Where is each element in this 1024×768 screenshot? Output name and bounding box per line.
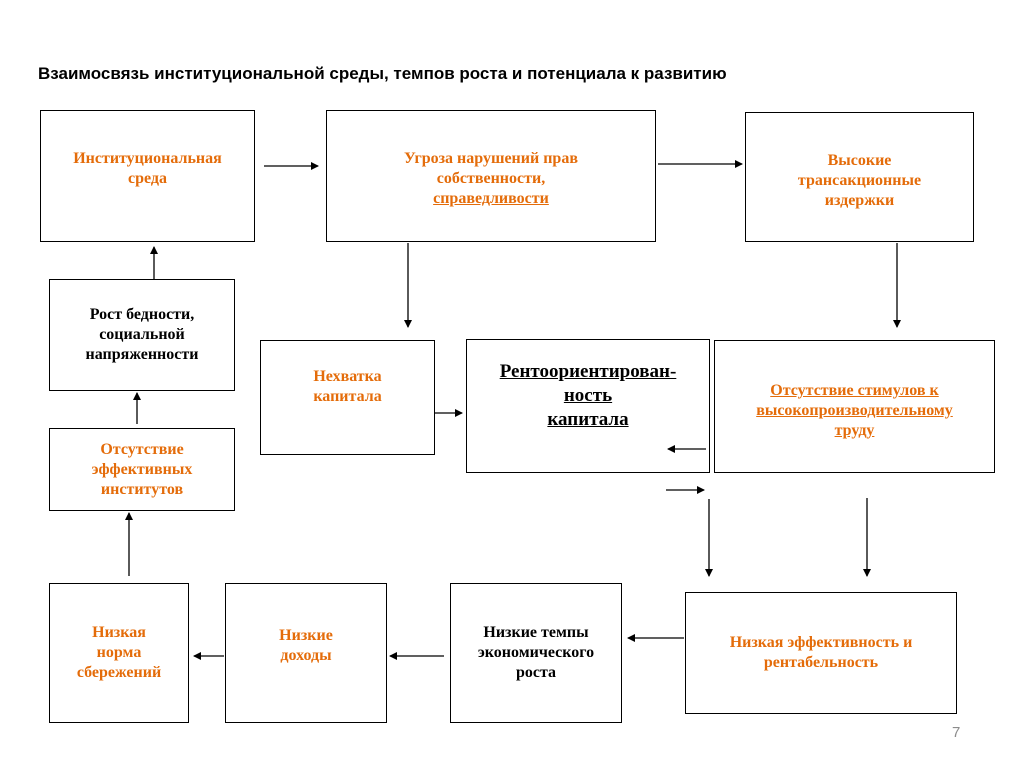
box-no-incentives: Отсутствие стимулов к высокопроизводител… [714, 340, 995, 473]
box-transaction-line-1: Высокие [827, 152, 892, 169]
box-capital-shortage: Нехватка капитала [260, 340, 435, 455]
box-no-effective-institutions: Отсутствие эффективных институтов [49, 428, 235, 511]
box-institutions-line-2: эффективных [91, 460, 193, 478]
box-low-income-line-1: Низкие [279, 627, 333, 644]
box-transaction-line-2: трансакционные [797, 172, 922, 189]
box-threat-line-3: справедливости [433, 190, 549, 207]
box-threat-line-2: собственности, [436, 170, 546, 187]
box-institutional-env: Институциональная среда [40, 110, 255, 242]
box-low-efficiency-line-2: рентабельность [763, 654, 879, 671]
box-no-incentives-line-2: высокопроизводительному [756, 402, 953, 419]
box-low-savings-line-2: норма [96, 644, 142, 661]
box-transaction-line-3: издержки [824, 192, 895, 209]
box-rent-line-3: капитала [547, 409, 629, 430]
box-poverty-line-3: напряженности [85, 346, 199, 363]
box-institutions-line-1: Отсутствие [100, 440, 184, 458]
box-poverty-line-1: Рост бедности, [89, 306, 195, 323]
box-capital-shortage-line-1: Нехватка [313, 368, 382, 385]
box-no-incentives-line-3: труду [834, 422, 875, 439]
box-low-savings-line-3: сбережений [76, 664, 162, 681]
box-low-income-line-2: доходы [280, 647, 332, 664]
box-low-savings-line-1: Низкая [92, 624, 146, 641]
box-institutional-env-line-2: среда [128, 170, 167, 187]
box-low-efficiency-line-1: Низкая эффективность и [729, 634, 913, 651]
box-transaction-costs: Высокие трансакционные издержки [745, 112, 974, 242]
box-low-growth-line-2: экономического [477, 644, 595, 661]
box-poverty-line-2: социальной [99, 326, 185, 343]
box-rent-line-1: Рентоориентирован- [499, 361, 677, 382]
box-low-savings: Низкая норма сбережений [49, 583, 189, 723]
box-poverty-growth: Рост бедности, социальной напряженности [49, 279, 235, 391]
box-threat-line-1: Угроза нарушений прав [404, 150, 578, 167]
box-low-income: Низкие доходы [225, 583, 387, 723]
box-institutions-line-3: институтов [100, 480, 184, 498]
box-rent-line-2: ность [563, 385, 613, 406]
box-low-growth-line-1: Низкие темпы [483, 624, 589, 641]
box-threat-property-rights: Угроза нарушений прав собственности, спр… [326, 110, 656, 242]
box-institutional-env-line-1: Институциональная [73, 150, 222, 167]
page-title: Взаимосвязь институциональной среды, тем… [38, 64, 727, 83]
box-no-incentives-line-1: Отсутствие стимулов к [770, 382, 939, 399]
box-low-growth-line-3: роста [515, 664, 557, 681]
box-capital-shortage-line-2: капитала [313, 388, 382, 405]
page-number: 7 [952, 724, 961, 741]
box-low-growth: Низкие темпы экономического роста [450, 583, 622, 723]
box-low-efficiency: Низкая эффективность и рентабельность [685, 592, 957, 714]
